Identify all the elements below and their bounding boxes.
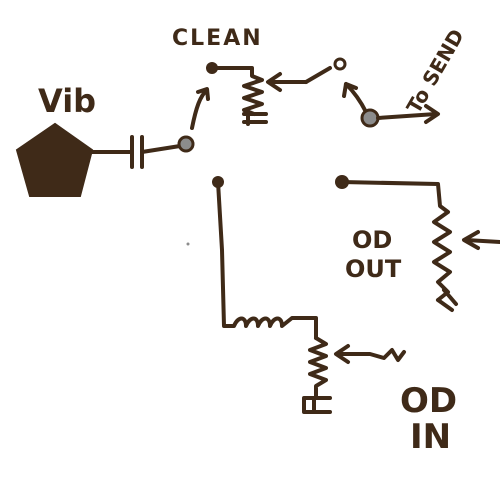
od-out-label-line1: OD (352, 226, 392, 254)
send-arrow (376, 112, 438, 120)
jack-to-clean-arrowhead (196, 87, 210, 101)
od-out-label-line2: OUT (345, 255, 402, 283)
vib-label: Vib (38, 82, 96, 120)
od-out-wiper-arrowhead (462, 230, 480, 250)
send-jack-icon (360, 108, 380, 128)
send-jack-up-arrowhead (342, 82, 358, 98)
clean-pot-ground (242, 112, 268, 126)
vib-pentagon-icon (15, 122, 94, 197)
od-in-label-line2: IN (410, 417, 451, 457)
od-in-pot-zigzag (308, 336, 328, 398)
switch-lever (304, 66, 332, 84)
od-out-wiper-arrow (464, 238, 500, 244)
clean-pot-wire (210, 66, 264, 116)
input-jack-icon (177, 135, 195, 153)
jack-to-clean-arrow (190, 88, 209, 130)
od-in-left-wire (216, 180, 318, 340)
send-arrowhead (424, 104, 440, 124)
stray-dot (186, 242, 190, 246)
od-in-wiper-arrow (336, 348, 406, 362)
capacitor-to-jack-wire (140, 144, 182, 154)
od-in-wiper-arrowhead (334, 344, 350, 364)
clean-label: CLEAN (172, 26, 263, 51)
to-send-label: To SEND (402, 25, 469, 118)
clean-wiper-arrowhead (266, 72, 282, 92)
od-in-pot-ground (302, 396, 332, 414)
od-out-ground (436, 288, 458, 312)
od-out-wire (340, 180, 452, 302)
switch-pivot-dot (333, 57, 347, 71)
od-in-label-line1: OD (400, 381, 457, 421)
